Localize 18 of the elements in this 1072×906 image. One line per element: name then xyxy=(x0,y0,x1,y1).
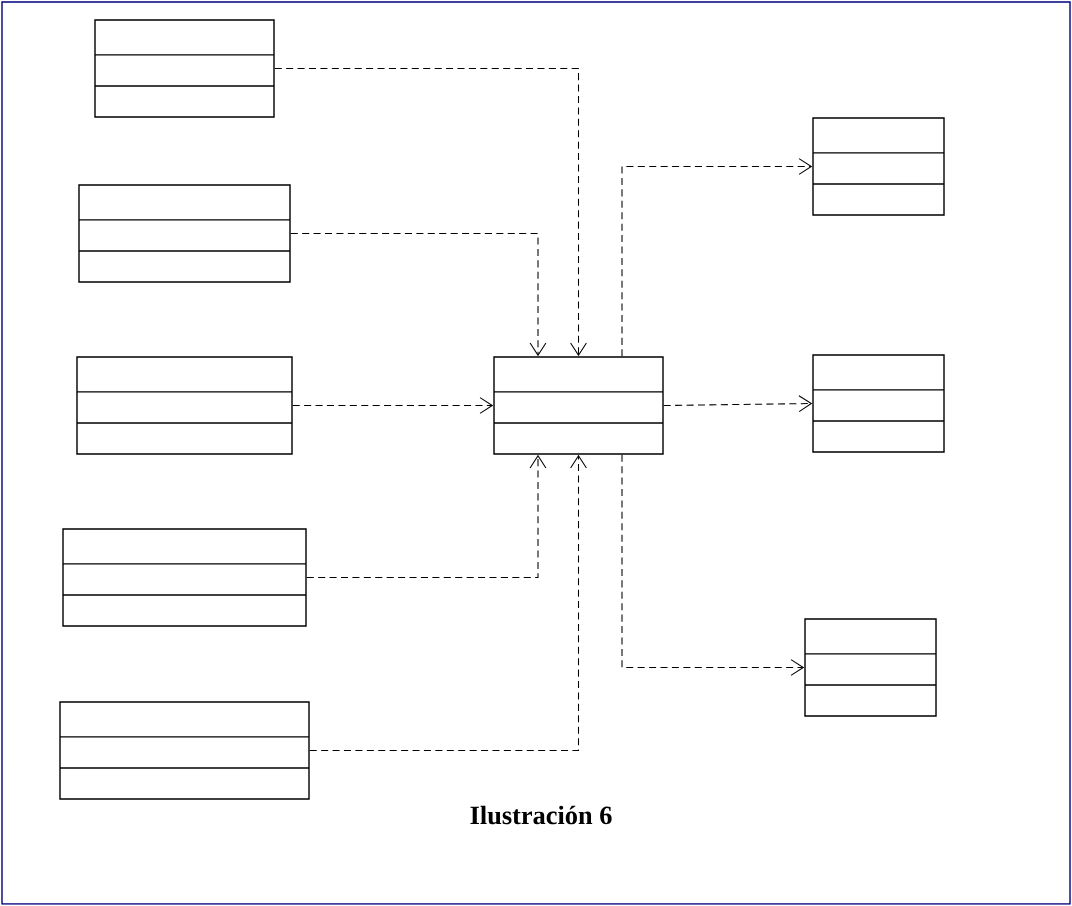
class-box xyxy=(76,356,293,455)
class-box xyxy=(59,701,310,800)
dependency-arrow xyxy=(621,454,805,676)
class-box xyxy=(804,618,937,717)
dependency-arrow xyxy=(306,454,547,579)
dependency-arrow xyxy=(274,68,587,357)
class-box xyxy=(812,117,945,216)
class-box xyxy=(94,19,275,118)
dependency-arrow xyxy=(663,395,813,413)
class-box xyxy=(78,184,291,283)
dependency-arrow xyxy=(292,397,494,414)
dependency-arrow xyxy=(309,454,587,752)
dependency-arrow xyxy=(621,158,813,357)
class-box xyxy=(493,356,664,455)
dependency-arrow xyxy=(290,233,547,357)
class-box xyxy=(812,354,945,453)
caption: Ilustración 6 xyxy=(470,805,612,825)
class-box xyxy=(62,528,307,627)
